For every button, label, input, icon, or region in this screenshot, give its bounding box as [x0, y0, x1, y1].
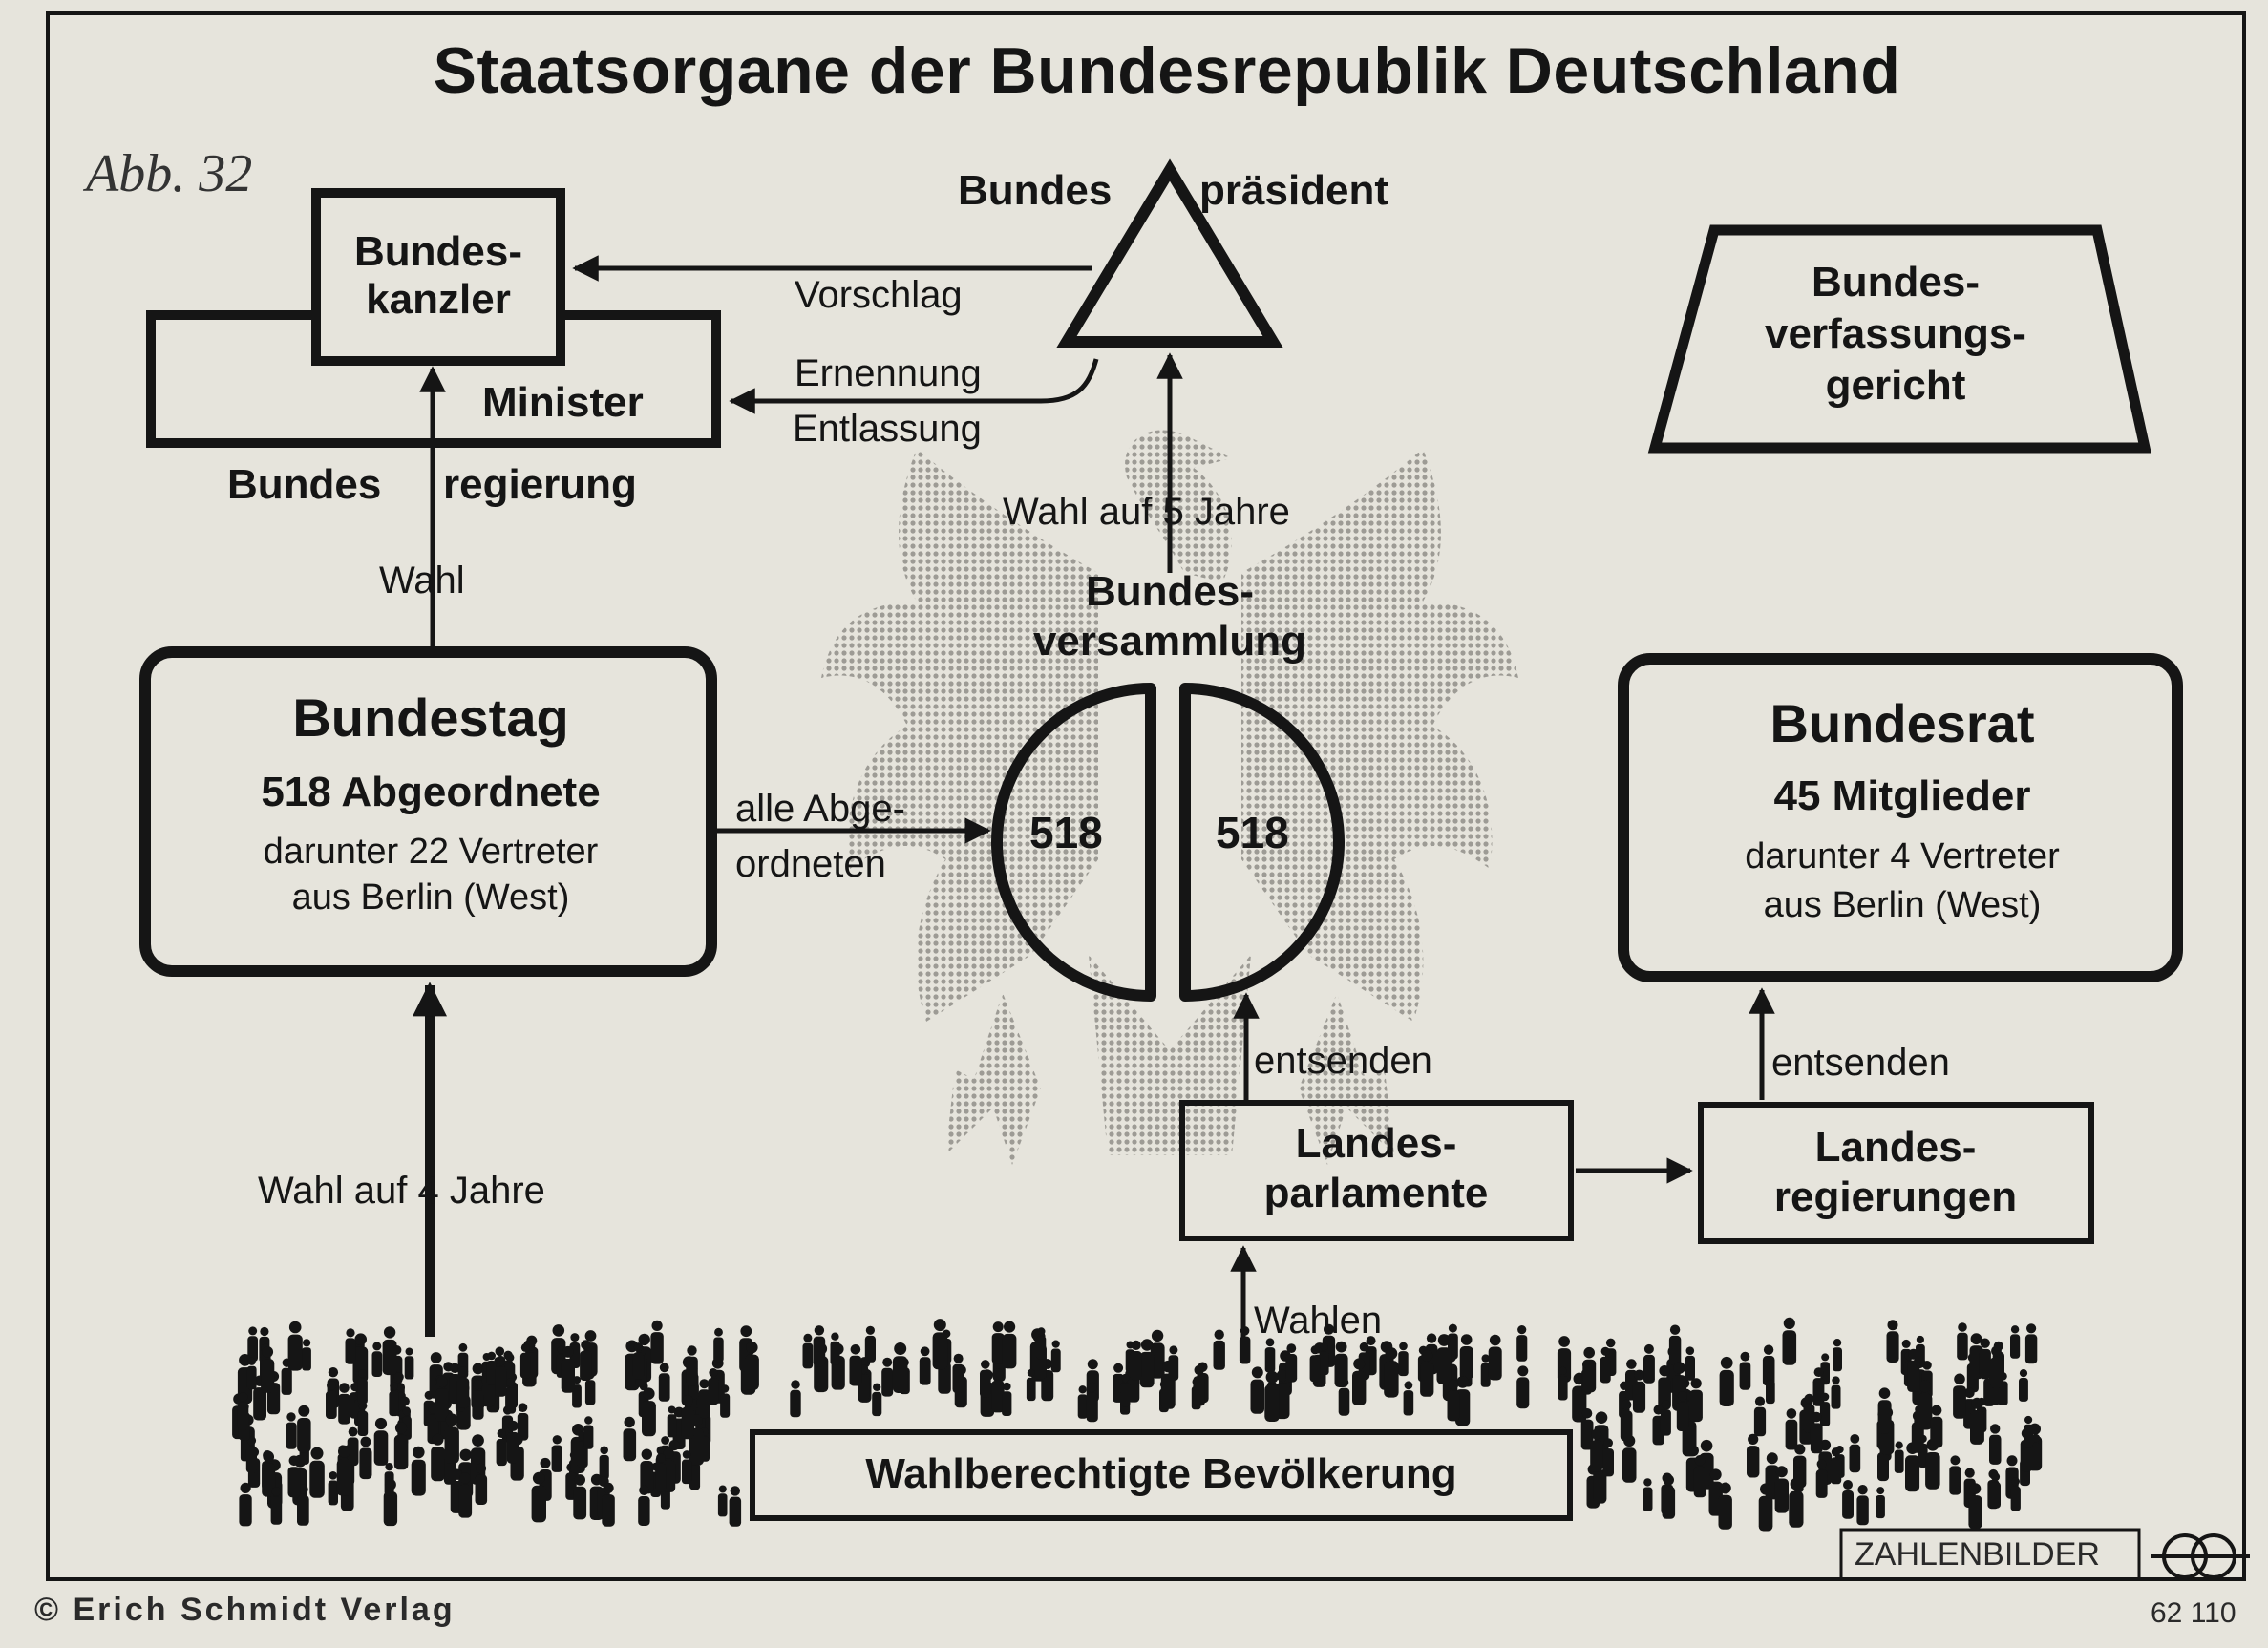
- bundeskanzler-label-1: Bundes-: [354, 228, 522, 275]
- bundestag-members: 518 Abgeordnete: [261, 769, 601, 815]
- bverfg-label-3: gericht: [1825, 362, 1966, 409]
- bundesrat-note-1: darunter 4 Vertreter: [1745, 836, 2060, 877]
- landesregierungen-label-2: regierungen: [1773, 1173, 2018, 1220]
- publisher-credit: © Erich Schmidt Verlag: [34, 1592, 456, 1628]
- bundesrat-note-2: aus Berlin (West): [1763, 885, 2042, 925]
- edge-label-wahl-4-jahre: Wahl auf 4 Jahre: [258, 1170, 545, 1212]
- image-code: 62 110: [2151, 1597, 2236, 1629]
- bundespraesident-triangle: [1056, 158, 1283, 348]
- landesparlamente-box: [1179, 1100, 1574, 1241]
- bundestag-name: Bundestag: [292, 687, 569, 748]
- landesregierungen-label-1: Landes-: [1814, 1124, 1977, 1171]
- bundespraesident-label-1: Bundes: [958, 167, 1113, 214]
- edge-label-entsenden-1: entsenden: [1254, 1040, 1432, 1082]
- bundestag-note-1: darunter 22 Vertreter: [263, 832, 599, 872]
- bverfg-label-2: verfassungs-: [1765, 310, 2026, 357]
- edge-label-alle-2: ordneten: [735, 843, 886, 885]
- edge-label-ernennung: Ernennung: [795, 352, 982, 394]
- bundesverfassungsgericht-trapezoid: [1647, 224, 2151, 454]
- edge-label-alle-1: alle Abge-: [735, 788, 905, 830]
- bverfg-label-1: Bundes-: [1812, 259, 1980, 306]
- edge-label-entsenden-2: entsenden: [1771, 1042, 1950, 1084]
- bundeskanzler-label-2: kanzler: [366, 276, 511, 323]
- arrow-ernennung: [729, 358, 1099, 414]
- landesparlamente-label-2: parlamente: [1263, 1170, 1489, 1216]
- bundesversammlung-right-count: 518: [1216, 808, 1289, 857]
- edge-label-vorschlag: Vorschlag: [795, 274, 963, 316]
- zahlenbilder-logo-box: [1839, 1528, 2141, 1581]
- bundesregierung-label-2: regierung: [443, 461, 637, 508]
- minister-label: Minister: [482, 379, 644, 426]
- bundesversammlung-label-2: versammlung: [1032, 618, 1307, 665]
- bundesrat-box: [1618, 653, 2183, 982]
- diagram-title: Staatsorgane der Bundesrepublik Deutschl…: [433, 34, 1901, 107]
- bundesrat-name: Bundesrat: [1770, 693, 2035, 753]
- bundesregierung-label-1: Bundes: [227, 461, 382, 508]
- bundesversammlung-label-1: Bundes-: [1086, 568, 1254, 615]
- bundestag-note-2: aus Berlin (West): [291, 877, 570, 918]
- zahlenbilder-brand: ZAHLENBILDER: [1855, 1536, 2100, 1573]
- landesregierungen-box: [1698, 1102, 2094, 1244]
- bundesversammlung-left-half: [991, 683, 1156, 1002]
- bevoelkerung-box: [750, 1429, 1573, 1521]
- bundesversammlung-left-count: 518: [1029, 808, 1103, 857]
- bundespraesident-label-2: präsident: [1199, 167, 1389, 214]
- bundestag-box: [139, 646, 717, 977]
- edge-label-wahl: Wahl: [379, 560, 465, 602]
- population-crowd-icon: [232, 1317, 2043, 1532]
- figure-label: Abb. 32: [86, 144, 253, 203]
- arrows: [413, 255, 1775, 1346]
- zahlenbilder-logo-icon: [2151, 1533, 2250, 1579]
- edge-label-wahlen: Wahlen: [1254, 1299, 1383, 1342]
- outer-frame: [46, 11, 2246, 1581]
- edge-label-entlassung: Entlassung: [793, 408, 982, 450]
- bundeskanzler-box: [311, 188, 565, 366]
- bundesrat-members: 45 Mitglieder: [1773, 772, 2031, 819]
- bevoelkerung-label: Wahlberechtigte Bevölkerung: [865, 1450, 1457, 1497]
- landesparlamente-label-1: Landes-: [1295, 1120, 1457, 1167]
- bundesversammlung-right-half: [1179, 683, 1345, 1002]
- edge-label-wahl-5-jahre: Wahl auf 5 Jahre: [1003, 491, 1290, 533]
